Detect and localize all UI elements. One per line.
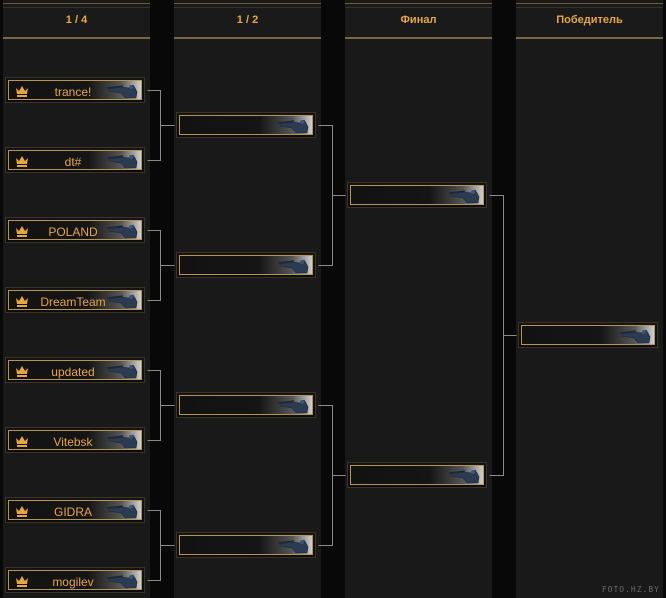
- team-slot-quarterfinal[interactable]: mogilev: [5, 567, 145, 593]
- team-name: mogilev: [52, 575, 94, 589]
- sniper-soldier-icon: [277, 537, 310, 555]
- sniper-soldier-icon: [106, 222, 139, 240]
- sniper-soldier-icon: [448, 467, 481, 485]
- crown-icon: [15, 574, 29, 588]
- team-name: updated: [51, 365, 95, 379]
- sniper-soldier-icon: [106, 572, 139, 590]
- sniper-soldier-icon: [619, 327, 652, 345]
- crown-icon: [15, 504, 29, 518]
- team-slot-quarterfinal[interactable]: POLAND: [5, 217, 145, 243]
- team-name: trance!: [54, 85, 92, 99]
- slot-frame: Vitebsk: [8, 430, 142, 450]
- team-name: POLAND: [48, 225, 98, 239]
- sniper-soldier-icon: [106, 432, 139, 450]
- crown-icon: [15, 84, 29, 98]
- team-name: GIDRA: [53, 505, 92, 519]
- sniper-soldier-icon: [448, 187, 481, 205]
- team-slot-semifinal[interactable]: [176, 112, 316, 138]
- sniper-soldier-icon: [106, 292, 139, 310]
- team-slot-final[interactable]: [347, 182, 487, 208]
- slot-frame: [179, 115, 313, 135]
- crown-icon: [15, 154, 29, 168]
- sniper-soldier-icon: [277, 397, 310, 415]
- team-name: DreamTeam: [40, 295, 106, 309]
- slot-frame: updated: [8, 360, 142, 380]
- slot-frame: DreamTeam: [8, 290, 142, 310]
- sniper-soldier-icon: [106, 152, 139, 170]
- sniper-soldier-icon: [277, 257, 310, 275]
- column-final: Финал: [345, 0, 492, 598]
- team-slot-quarterfinal[interactable]: dt#: [5, 147, 145, 173]
- team-slot-winner[interactable]: [518, 322, 658, 348]
- slot-frame: GIDRA: [8, 500, 142, 520]
- column-header: Победитель: [516, 3, 663, 39]
- slot-frame: [350, 185, 484, 205]
- column-winner: Победитель: [516, 0, 663, 598]
- team-slot-semifinal[interactable]: [176, 252, 316, 278]
- slot-frame: POLAND: [8, 220, 142, 240]
- slot-frame: [521, 325, 655, 345]
- column-title: 1 / 4: [65, 14, 88, 26]
- crown-icon: [15, 364, 29, 378]
- column-header: 1 / 2: [174, 3, 321, 39]
- slot-frame: [350, 465, 484, 485]
- slot-frame: dt#: [8, 150, 142, 170]
- column-title: Победитель: [556, 14, 623, 26]
- team-slot-final[interactable]: [347, 462, 487, 488]
- team-slot-quarterfinal[interactable]: updated: [5, 357, 145, 383]
- team-slot-quarterfinal[interactable]: GIDRA: [5, 497, 145, 523]
- column-title: 1 / 2: [236, 14, 259, 26]
- team-name: dt#: [64, 155, 82, 169]
- sniper-soldier-icon: [106, 502, 139, 520]
- sniper-soldier-icon: [277, 117, 310, 135]
- team-name: Vitebsk: [53, 435, 93, 449]
- team-slot-quarterfinal[interactable]: Vitebsk: [5, 427, 145, 453]
- slot-frame: [179, 395, 313, 415]
- team-slot-semifinal[interactable]: [176, 532, 316, 558]
- watermark: FOTO.HZ.BY: [601, 585, 660, 594]
- slot-frame: [179, 255, 313, 275]
- column-header: Финал: [345, 3, 492, 39]
- sniper-soldier-icon: [106, 362, 139, 380]
- slot-frame: [179, 535, 313, 555]
- slot-frame: mogilev: [8, 570, 142, 590]
- sniper-soldier-icon: [106, 82, 139, 100]
- column-header: 1 / 4: [3, 3, 150, 39]
- team-slot-quarterfinal[interactable]: DreamTeam: [5, 287, 145, 313]
- crown-icon: [15, 434, 29, 448]
- column-title: Финал: [400, 14, 437, 26]
- team-slot-quarterfinal[interactable]: trance!: [5, 77, 145, 103]
- team-slot-semifinal[interactable]: [176, 392, 316, 418]
- crown-icon: [15, 294, 29, 308]
- column-semifinal: 1 / 2: [174, 0, 321, 598]
- slot-frame: trance!: [8, 80, 142, 100]
- crown-icon: [15, 224, 29, 238]
